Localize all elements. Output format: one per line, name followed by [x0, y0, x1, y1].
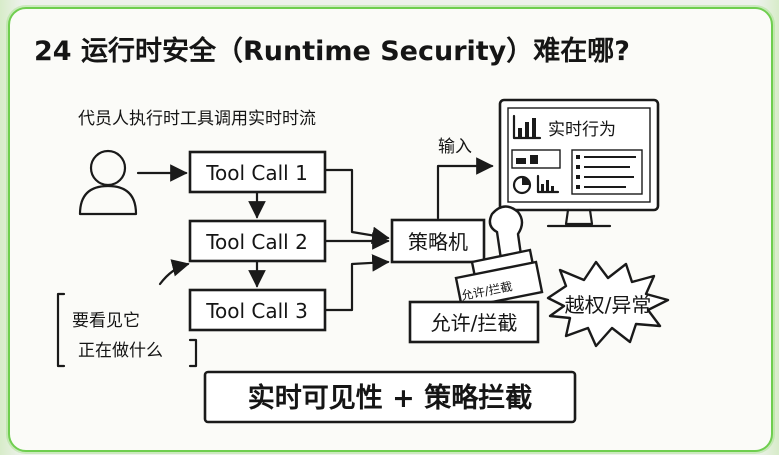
note-line-2: 正在做什么 — [78, 341, 163, 361]
policy-engine-label: 策略机 — [408, 230, 468, 254]
bottom-banner-label: 实时可见性 + 策略拦截 — [248, 382, 532, 414]
tool-call-2: Tool Call 2 — [188, 219, 327, 263]
burst-label: 越权/异常 — [565, 293, 652, 317]
note-arrow — [158, 259, 190, 286]
bottom-banner: 实时可见性 + 策略拦截 — [203, 370, 577, 424]
bar-chart-icon — [512, 114, 542, 140]
user-icon — [78, 149, 138, 216]
side-note: 要看见它 正在做什么 — [56, 259, 198, 368]
note-line-1: 要看见它 — [72, 311, 140, 331]
monitor: 实时行为 — [498, 98, 660, 228]
flow-1 — [324, 168, 390, 245]
input-label: 输入 — [438, 137, 472, 157]
pie-chart-icon — [512, 175, 532, 195]
input-arrow — [436, 157, 494, 220]
policy-engine: 策略机 — [390, 218, 486, 264]
flow-3 — [324, 254, 390, 312]
tool-call-1-label: Tool Call 1 — [205, 161, 308, 185]
stamp-icon: 允许/拦截 — [454, 205, 544, 310]
anomaly-burst: 越权/异常 — [546, 260, 670, 348]
page-title: 24 运行时安全（Runtime Security）难在哪? — [34, 35, 630, 67]
tool-call-2-label: Tool Call 2 — [205, 230, 308, 254]
subtitle: 代员人执行时工具调用实时时流 — [78, 109, 316, 129]
allow-block-label: 允许/拦截 — [431, 311, 518, 335]
allow-block-box: 允许/拦截 — [408, 300, 540, 344]
monitor-title: 实时行为 — [548, 120, 616, 140]
tool-call-3-label: Tool Call 3 — [205, 299, 308, 323]
tool-call-3: Tool Call 3 — [188, 288, 327, 332]
tool-call-1: Tool Call 1 — [188, 150, 327, 194]
